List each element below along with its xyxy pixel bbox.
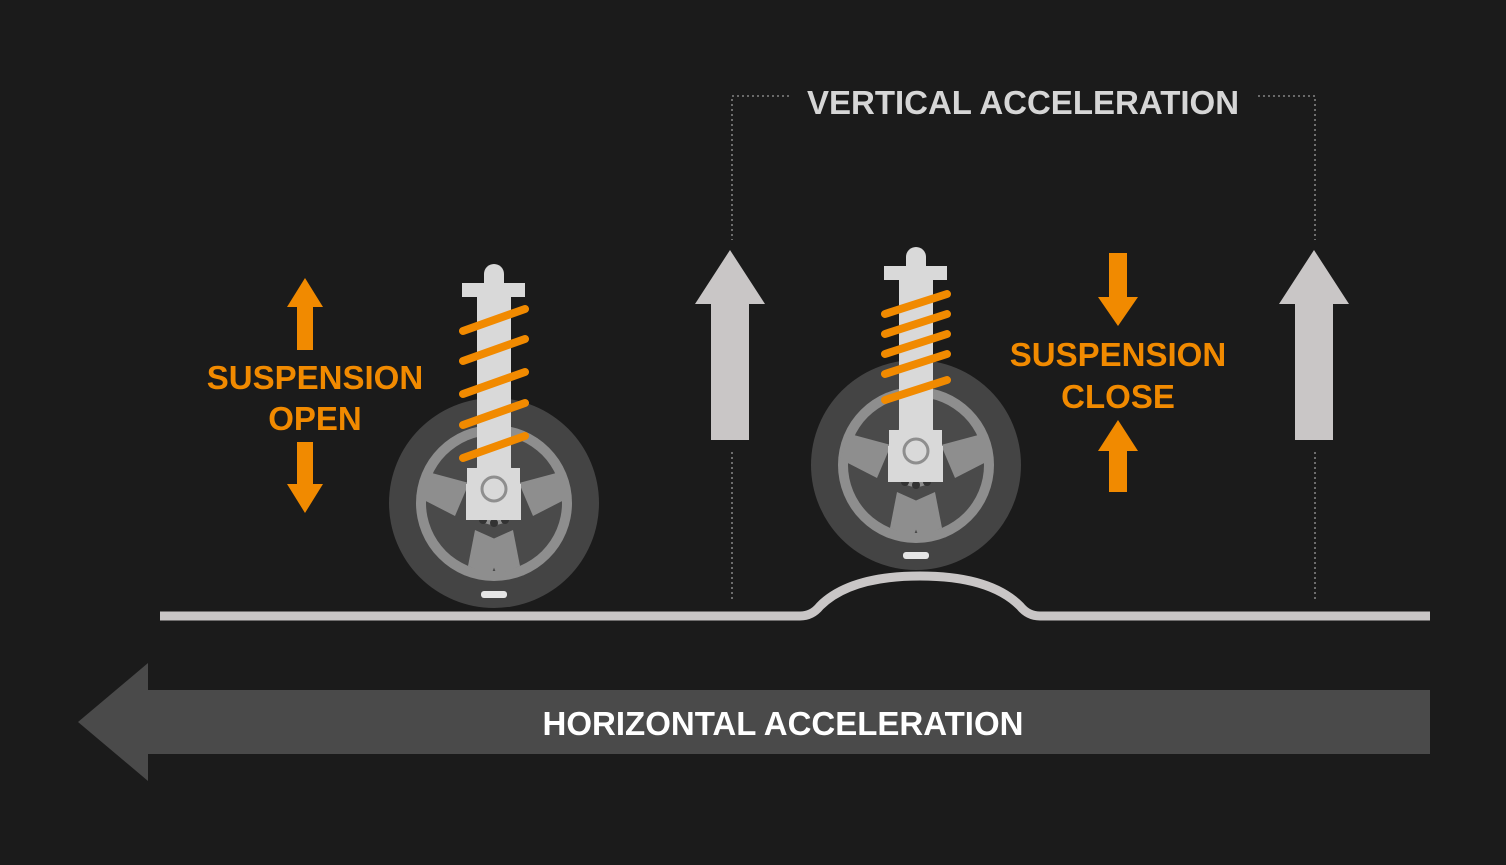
valve-stem	[481, 591, 507, 598]
suspension-close-label-line1: SUSPENSION	[1010, 336, 1226, 373]
suspension-close-label-line2: CLOSE	[1061, 378, 1175, 415]
vertical-arrow-left	[695, 250, 765, 440]
wheel-assembly-open	[389, 264, 599, 608]
suspension-open-label-line2: OPEN	[268, 400, 362, 437]
bracket-left	[731, 95, 789, 240]
close-arrow-up-icon	[1098, 420, 1138, 492]
coil-spring-close	[881, 290, 951, 404]
bracket-right	[1258, 95, 1316, 240]
vertical-acceleration-bracket	[731, 95, 1316, 600]
valve-stem	[903, 552, 929, 559]
wheel-assembly-close	[811, 247, 1021, 570]
close-arrow-down-icon	[1098, 253, 1138, 326]
lug-nut	[912, 481, 920, 489]
vertical-acceleration-label: VERTICAL ACCELERATION	[807, 84, 1239, 121]
coil-spring-open	[459, 305, 529, 462]
horizontal-acceleration-label: HORIZONTAL ACCELERATION	[543, 705, 1024, 742]
horizontal-arrow	[78, 663, 1430, 781]
open-arrow-down-icon	[287, 442, 323, 513]
suspension-open-label-line1: SUSPENSION	[207, 359, 423, 396]
vertical-arrow-right	[1279, 250, 1349, 440]
suspension-open-group: SUSPENSION OPEN	[207, 278, 423, 513]
suspension-close-group: SUSPENSION CLOSE	[1010, 253, 1226, 492]
road-line	[160, 571, 1430, 621]
open-arrow-up-icon	[287, 278, 323, 350]
lug-nut	[490, 519, 498, 527]
